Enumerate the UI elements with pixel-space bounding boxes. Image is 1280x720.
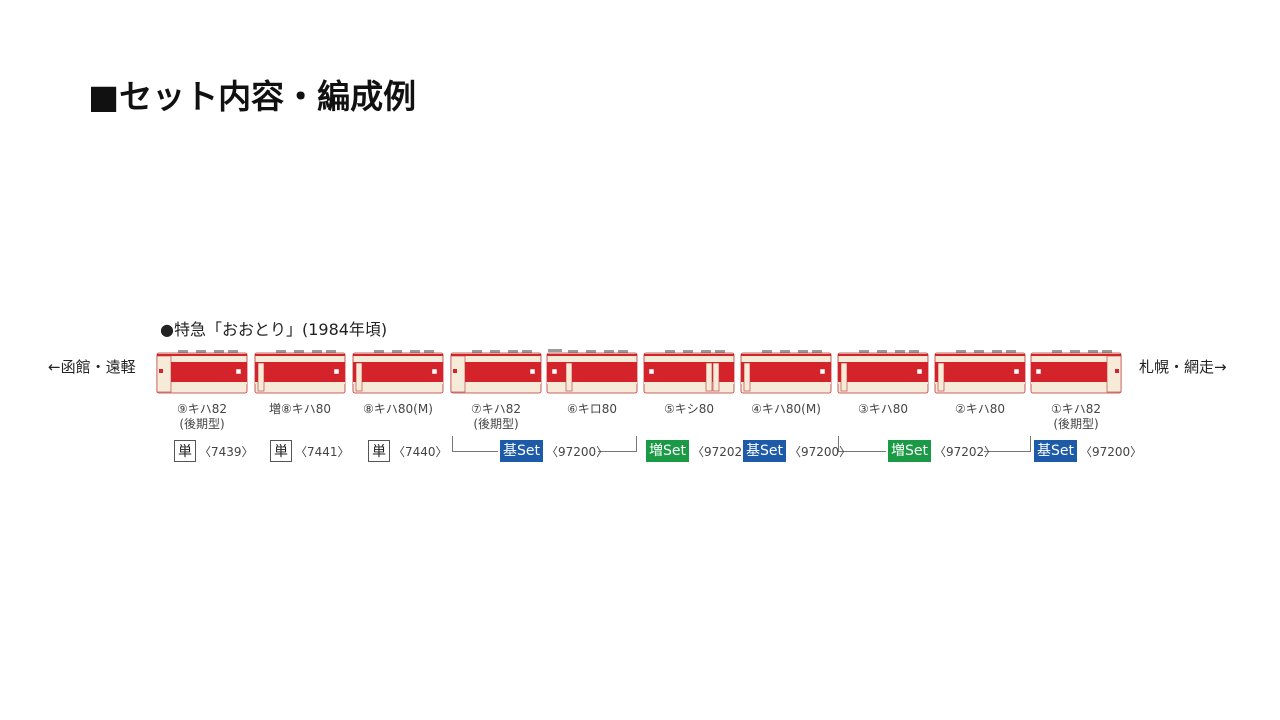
car-6 bbox=[546, 345, 638, 395]
direction-left: ←函館・遠軽 bbox=[48, 358, 136, 376]
single-car-badge: 単 bbox=[368, 440, 390, 462]
set-bracket bbox=[838, 436, 839, 452]
car-body-icon bbox=[156, 350, 248, 394]
set-tag: 単〈7439〉 bbox=[174, 440, 254, 462]
page-title: ■セット内容・編成例 bbox=[88, 77, 417, 116]
car-body-icon bbox=[837, 350, 929, 394]
car-1 bbox=[1030, 345, 1122, 395]
car-8 bbox=[352, 345, 444, 395]
car-label: ①キハ82(後期型) bbox=[1050, 402, 1102, 431]
car-label: ⑨キハ82(後期型) bbox=[176, 402, 228, 431]
set-bracket bbox=[838, 451, 886, 452]
set-bracket bbox=[598, 451, 636, 452]
car-body-icon bbox=[740, 350, 832, 394]
car-body-icon bbox=[546, 349, 638, 394]
car-body-icon bbox=[450, 350, 542, 394]
set-bracket bbox=[452, 436, 453, 452]
car-body-icon bbox=[1030, 350, 1122, 394]
single-car-badge: 単 bbox=[270, 440, 292, 462]
set-bracket bbox=[636, 436, 637, 452]
set-tag: 単〈7440〉 bbox=[368, 440, 448, 462]
set-bracket bbox=[452, 451, 498, 452]
car-label: ②キハ80 bbox=[954, 402, 1006, 416]
car-label: ⑧キハ80(M) bbox=[363, 402, 433, 416]
car-body-icon bbox=[934, 350, 1026, 394]
car-label: ⑤キシ80 bbox=[663, 402, 715, 416]
direction-right: 札幌・網走→ bbox=[1139, 358, 1227, 376]
car-9 bbox=[156, 345, 248, 395]
car-body-icon bbox=[643, 350, 735, 394]
car-4 bbox=[740, 345, 832, 395]
train-subtitle: ●特急「おおとり」(1984年頃) bbox=[160, 320, 388, 339]
set-bracket bbox=[1030, 436, 1031, 452]
car-8-extra bbox=[254, 345, 346, 395]
add-set-badge: 増Set bbox=[646, 440, 689, 462]
set-tag: 単〈7441〉 bbox=[270, 440, 350, 462]
set-tag: 基Set〈97200〉 bbox=[1034, 440, 1142, 462]
add-set-badge: 増Set bbox=[888, 440, 931, 462]
car-label: ③キハ80 bbox=[857, 402, 909, 416]
car-label: 増⑧キハ80 bbox=[268, 402, 332, 416]
car-3 bbox=[837, 345, 929, 395]
car-2 bbox=[934, 345, 1026, 395]
base-set-badge: 基Set bbox=[500, 440, 543, 462]
car-label: ⑥キロ80 bbox=[566, 402, 618, 416]
set-tag: 増Set〈97202〉 bbox=[888, 440, 996, 462]
car-label: ⑦キハ82(後期型) bbox=[470, 402, 522, 431]
set-bracket bbox=[984, 451, 1030, 452]
base-set-badge: 基Set bbox=[743, 440, 786, 462]
set-tag: 増Set〈97202〉 bbox=[646, 440, 754, 462]
set-tag: 基Set〈97200〉 bbox=[500, 440, 608, 462]
car-5 bbox=[643, 345, 735, 395]
car-7 bbox=[450, 345, 542, 395]
car-label: ④キハ80(M) bbox=[751, 402, 821, 416]
single-car-badge: 単 bbox=[174, 440, 196, 462]
set-tag: 基Set〈97200〉 bbox=[743, 440, 851, 462]
car-body-icon bbox=[254, 350, 346, 394]
train-formation bbox=[150, 345, 1130, 395]
base-set-badge: 基Set bbox=[1034, 440, 1077, 462]
car-body-icon bbox=[352, 350, 444, 394]
